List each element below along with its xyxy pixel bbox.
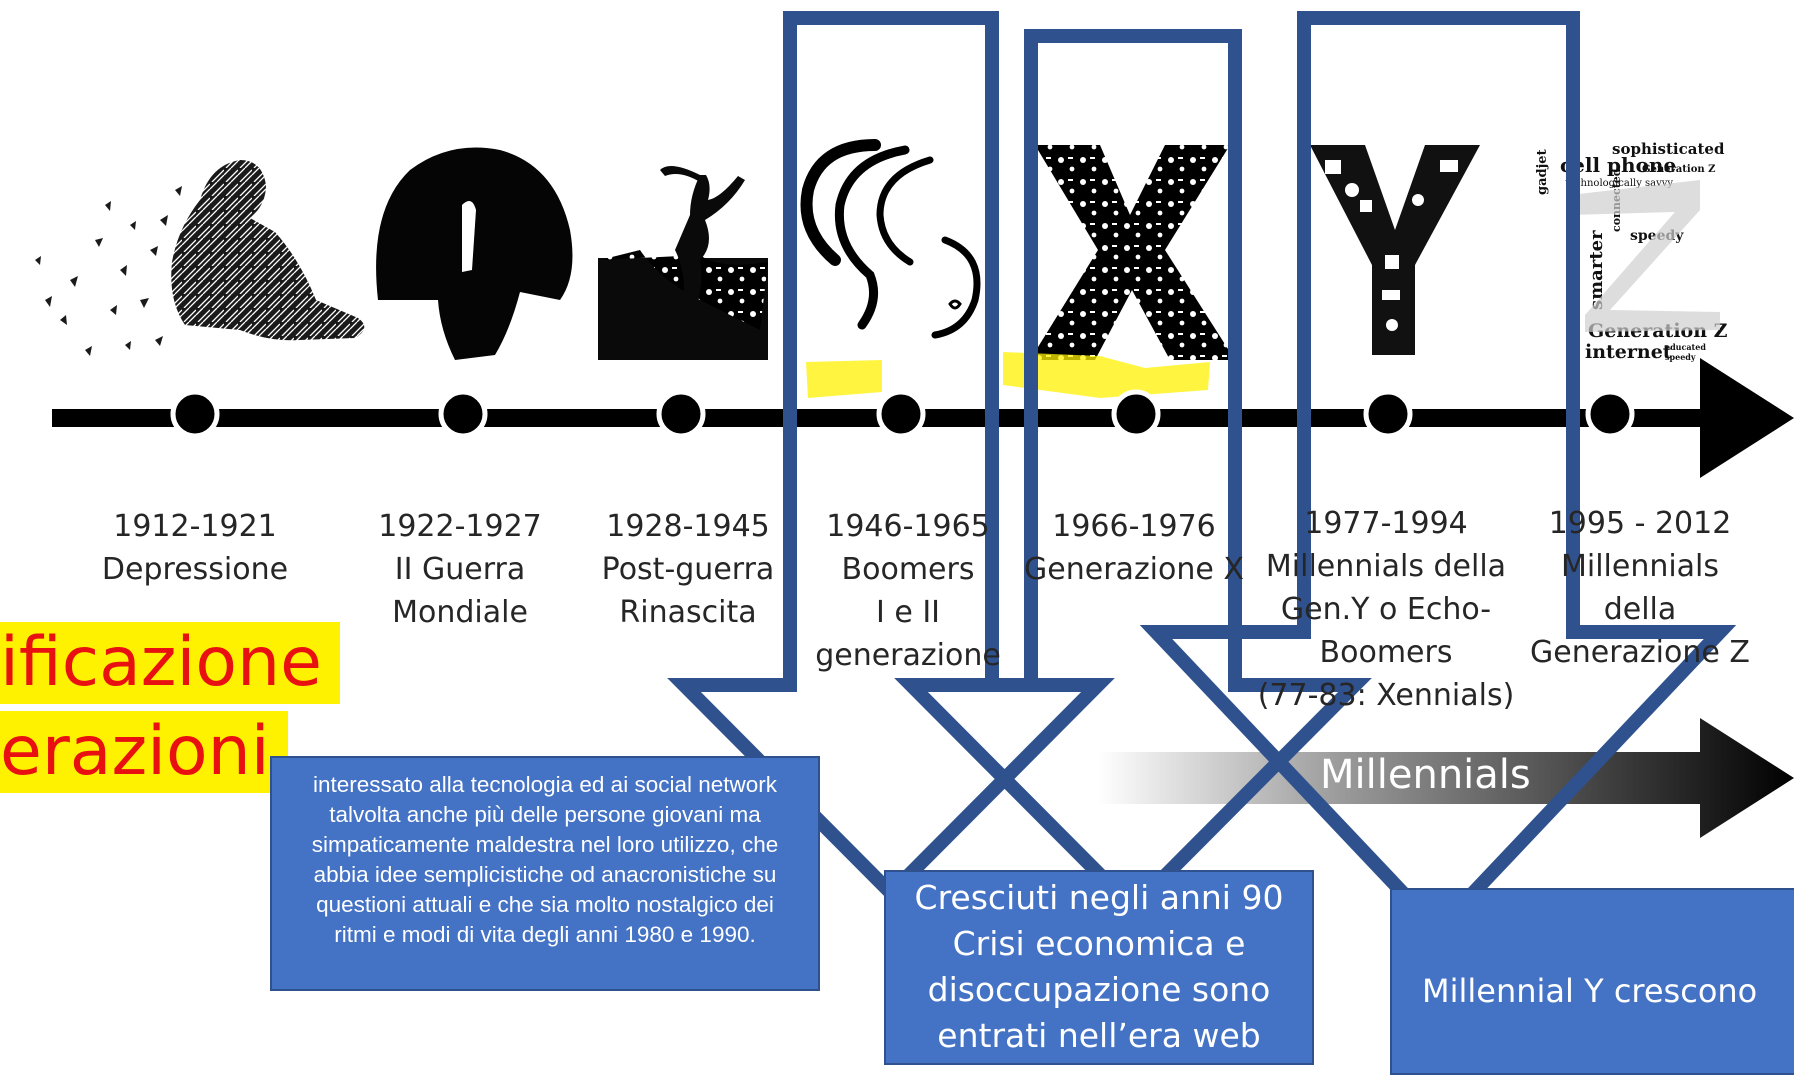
generation-description-line: Millennials della xyxy=(1265,549,1507,584)
z-word: sophisticated xyxy=(1612,140,1725,158)
timeline-dot xyxy=(1111,389,1161,439)
timeline-dot xyxy=(1585,389,1635,439)
generation-description-line: Gen.Y o Echo- xyxy=(1280,592,1492,627)
boomers-note-box: interessato alla tecnologia ed ai social… xyxy=(270,756,820,991)
timeline-dot xyxy=(1363,389,1413,439)
boomers-callout-arrow xyxy=(667,11,1115,903)
timeline-dot xyxy=(656,389,706,439)
generation-description-line: Depressione xyxy=(101,552,289,587)
genx-line: disoccupazione sono xyxy=(927,970,1271,1009)
generation-years: 1946-1965 xyxy=(826,509,990,544)
dancer-icon xyxy=(598,166,768,360)
generation-description-line: della xyxy=(1603,592,1677,627)
depression-figure-icon xyxy=(35,160,365,356)
generation-years: 1977-1994 xyxy=(1304,506,1468,541)
helmet-icon xyxy=(376,147,573,360)
generation-description-line: Millennials xyxy=(1560,549,1720,584)
generation-y-letter-icon xyxy=(1310,145,1480,355)
z-word: smarter xyxy=(1586,230,1607,310)
generation-description-line: Post-guerra xyxy=(601,552,775,587)
timeline-dot xyxy=(438,389,488,439)
z-word: internet xyxy=(1585,341,1672,363)
millennials-arrow-label: Millennials xyxy=(1320,752,1531,798)
generation-years: 1912-1921 xyxy=(113,509,277,544)
genx-callout-arrow xyxy=(894,29,1372,918)
timeline-dot xyxy=(170,389,220,439)
generation-years: 1922-1927 xyxy=(378,509,542,544)
generation-description-line: Rinascita xyxy=(619,595,757,630)
title-line-1: ificazione xyxy=(0,622,340,704)
generation-years: 1928-1945 xyxy=(606,509,770,544)
callout-arrows xyxy=(667,11,1737,941)
z-word: educated xyxy=(1665,342,1706,352)
highlight-marks xyxy=(806,352,1210,398)
genx-note-box: Cresciuti negli anni 90 Crisi economica … xyxy=(884,870,1314,1065)
z-word: Generation Z xyxy=(1642,164,1715,175)
generation-description-line: (77-83: Xennials) xyxy=(1257,678,1515,713)
genx-line: Cresciuti negli anni 90 xyxy=(914,878,1284,917)
generation-x-letter-icon xyxy=(1030,145,1235,360)
z-word: technologically savvy xyxy=(1565,178,1673,189)
generation-description-line: Boomers xyxy=(841,552,975,587)
generation-description-line: Generazione Z xyxy=(1530,635,1750,670)
generation-years: 1995 - 2012 xyxy=(1548,506,1732,541)
generation-description-line: I e II xyxy=(875,595,941,630)
generation-z-wordcloud-icon: sophisticated cell phone Generation Z te… xyxy=(1535,140,1728,363)
generation-description-line: Generazione X xyxy=(1024,552,1244,587)
geny-callout-arrow xyxy=(1139,11,1737,941)
pregnant-woman-icon xyxy=(800,139,981,339)
geny-note-box: Millennial Y crescono xyxy=(1390,888,1794,1075)
generation-years: 1966-1976 xyxy=(1052,509,1216,544)
timeline-dots xyxy=(170,389,1635,439)
z-word: gadjet xyxy=(1535,149,1550,195)
title-line-2: erazioni xyxy=(0,711,288,793)
timeline-dot xyxy=(876,389,926,439)
generation-description-line: generazione xyxy=(815,638,1001,673)
millennials-arrow xyxy=(1098,718,1794,838)
generation-description-line: Mondiale xyxy=(392,595,528,630)
generation-description-line: Boomers xyxy=(1319,635,1453,670)
genx-line: entrati nell’era web xyxy=(937,1016,1261,1055)
genx-line: Crisi economica e xyxy=(952,924,1246,963)
generation-description-line: II Guerra xyxy=(394,552,526,587)
z-word: speedy xyxy=(1665,352,1696,362)
